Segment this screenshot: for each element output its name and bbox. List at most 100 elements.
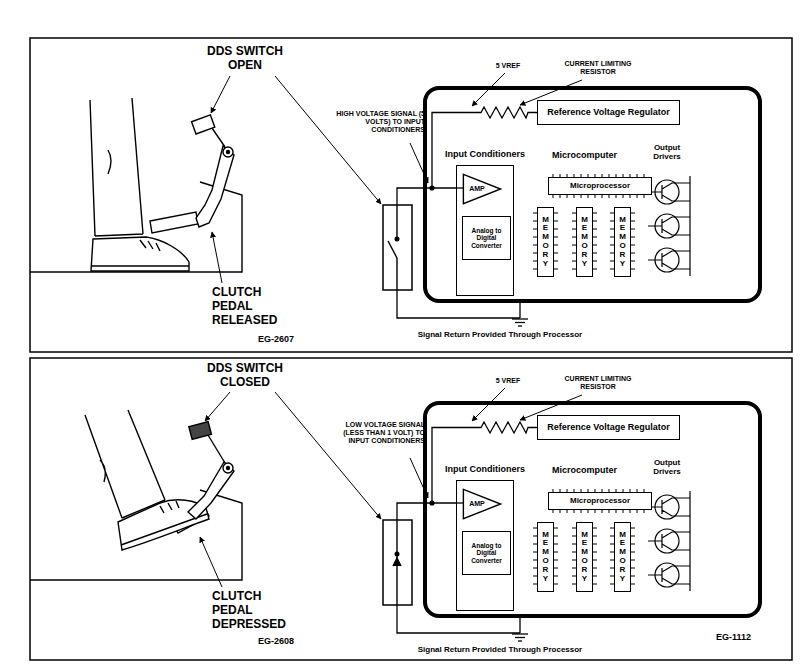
- box-label: MEMORY: [581, 531, 589, 584]
- box-label: AMP: [469, 185, 485, 193]
- switch-symbol-open: [396, 205, 397, 238]
- signal-label: Signal Return Provided Through Processor: [380, 645, 620, 654]
- amplifier-triangle: AMP: [463, 489, 501, 519]
- box-label: MEMORY: [581, 216, 589, 269]
- driver-transistor: [689, 176, 690, 276]
- processor-housing: [383, 73, 760, 326]
- leg-pedal-illustration: [30, 410, 242, 580]
- amplifier-triangle: AMP: [463, 174, 501, 204]
- chip-pins: [554, 213, 558, 269]
- box-label: Microprocessor: [570, 182, 630, 191]
- leg-pedal-illustration: [208, 435, 225, 463]
- callout-label: CLUTCH PEDAL RELEASED: [212, 286, 294, 327]
- leader-line: [200, 537, 222, 587]
- microprocessor-chip: Microprocessor: [548, 177, 652, 195]
- processor-housing: [425, 88, 760, 301]
- signal-wire: [397, 188, 520, 318]
- ground-symbol: [512, 319, 528, 326]
- memory-chip: MEMORY: [537, 522, 554, 592]
- panel-frame: [30, 38, 792, 352]
- section-label: Output Drivers: [645, 458, 689, 476]
- callout-label: DDS SWITCH CLOSED: [200, 362, 290, 390]
- section-label: Microcomputer: [552, 465, 632, 475]
- input-conditioner-box: Input ConditionersAMPAnalog to Digital C…: [456, 165, 514, 296]
- switch-symbol-open: [388, 205, 399, 290]
- current-limiting-resistor: [477, 104, 531, 121]
- leader-line: [212, 232, 222, 283]
- driver-transistor: [648, 217, 690, 235]
- input-conditioner-box: Input ConditionersAMPAnalog to Digital C…: [456, 480, 514, 611]
- box-label: MEMORY: [619, 531, 627, 584]
- supply-wire: [432, 428, 537, 504]
- leg-pedal-illustration: [189, 422, 212, 440]
- leg-pedal-illustration: [188, 462, 234, 519]
- leader-line: [275, 392, 381, 519]
- processor-housing: [383, 388, 760, 641]
- callout-label: CLUTCH PEDAL DEPRESSED: [212, 590, 294, 631]
- leg-pedal-illustration: [90, 98, 143, 236]
- regulator-box: Reference Voltage Regulator: [537, 100, 680, 125]
- junction-dot: [429, 185, 434, 190]
- signal-wire: [397, 290, 520, 318]
- chip-pins: [593, 213, 597, 269]
- box-label: Microprocessor: [570, 497, 630, 506]
- signal-label: 5 VREF: [488, 377, 528, 385]
- switch-symbol-open: [388, 241, 397, 258]
- memory-chip: MEMORY: [537, 207, 554, 277]
- chip-pins: [553, 195, 644, 198]
- leg-pedal-illustration: [150, 212, 198, 233]
- callout-label: CURRENT LIMITING RESISTOR: [556, 375, 640, 391]
- driver-transistor: [648, 176, 690, 276]
- panel-frame: [30, 358, 792, 660]
- box-label: Reference Voltage Regulator: [547, 423, 669, 433]
- switch-symbol-open: [395, 237, 399, 241]
- leg-pedal-illustration: [91, 240, 189, 266]
- microprocessor-chip: Microprocessor: [548, 492, 652, 510]
- switch-symbol-closed: [393, 520, 401, 605]
- leg-pedal-illustration: [30, 98, 242, 272]
- box-heading: Input Conditioners: [445, 150, 525, 160]
- ground-symbol: [515, 322, 525, 323]
- switch-symbol-open: [396, 258, 397, 290]
- signal-wire: [519, 301, 520, 318]
- section-label: Microcomputer: [552, 150, 632, 160]
- current-limiting-resistor: [477, 107, 531, 118]
- figure-number: EG-2608: [258, 636, 318, 646]
- box-label: MEMORY: [542, 531, 550, 584]
- signal-wire: [397, 188, 432, 205]
- callout-label: DDS SWITCH OPEN: [200, 45, 290, 73]
- regulator-box: Reference Voltage Regulator: [537, 415, 680, 440]
- leg-pedal-illustration: [91, 237, 189, 271]
- box-label: AMP: [469, 500, 485, 508]
- current-limiting-resistor: [477, 104, 531, 121]
- box-heading: Input Conditioners: [445, 465, 525, 475]
- leader-line: [205, 392, 230, 421]
- figure-number: EG-2607: [258, 334, 318, 344]
- switch-symbol-closed: [395, 552, 399, 556]
- leader-line: [410, 143, 428, 183]
- leader-line: [211, 76, 230, 113]
- section-label: Output Drivers: [645, 143, 689, 161]
- converter-box: Analog to Digital Converter: [462, 216, 511, 260]
- box-label: Analog to Digital Converter: [465, 542, 508, 563]
- leg-pedal-illustration: [196, 146, 234, 227]
- leader-line: [472, 73, 505, 106]
- amplifier-outline: [463, 174, 500, 203]
- box-label: Analog to Digital Converter: [465, 227, 508, 248]
- converter-box: Analog to Digital Converter: [462, 531, 511, 575]
- switch-symbol-closed: [393, 558, 401, 566]
- signal-label: LOW VOLTAGE SIGNAL (LESS THAN 1 VOLT) TO…: [332, 421, 425, 445]
- leg-pedal-illustration: [85, 410, 165, 518]
- memory-chip: MEMORY: [614, 207, 631, 277]
- ground-symbol: [518, 325, 522, 326]
- ground-symbol: [512, 318, 528, 319]
- figure-number: EG-1112: [716, 632, 776, 642]
- leader-line: [200, 76, 381, 587]
- amplifier-outline: [463, 489, 500, 518]
- signal-label: HIGH VOLTAGE SIGNAL (5 VOLTS) TO INPUT C…: [332, 110, 425, 134]
- box-label: Reference Voltage Regulator: [547, 108, 669, 118]
- memory-chip: MEMORY: [576, 207, 593, 277]
- leg-pedal-illustration: [192, 115, 215, 134]
